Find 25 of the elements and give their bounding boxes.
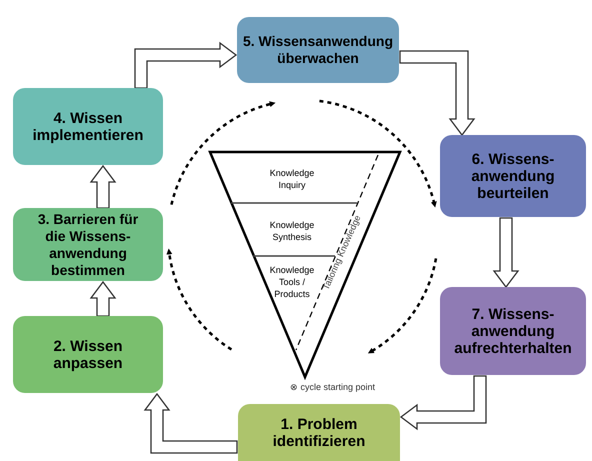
- node-text: 1. Problem identifizieren: [272, 416, 366, 450]
- step-box: [440, 135, 586, 217]
- node-text: 6. Wissens-anwendung beurteilen: [470, 150, 556, 202]
- step-box: [13, 208, 163, 281]
- block-arrow: [134, 42, 238, 89]
- start-point-note: ⊗ cycle starting point: [290, 381, 376, 394]
- node-text: Knowledge Synthesis: [270, 219, 314, 243]
- step-box: [238, 404, 400, 461]
- node-text: 2. Wissen anpassen: [52, 338, 124, 372]
- block-arrow: [90, 164, 116, 209]
- block-arrow: [90, 280, 116, 317]
- node-text: Knowledge Inquiry: [270, 167, 314, 191]
- block-arrow: [400, 375, 487, 430]
- node-text: Knowledge Tools / Products: [270, 264, 314, 300]
- step-box: [13, 88, 163, 165]
- node-text: 3. Barrieren für die Wissens-anwendung bestimmen: [36, 210, 140, 278]
- block-arrow: [492, 217, 520, 288]
- node-text: 4. Wissen implementieren: [32, 110, 144, 144]
- step-box: [440, 287, 586, 375]
- node-text: 7. Wissens-anwendung aufrechterhalten: [454, 306, 572, 356]
- node-text: 5. Wissensanwendung überwachen: [242, 33, 394, 67]
- block-arrow: [399, 50, 476, 136]
- block-arrow: [144, 392, 238, 454]
- step-box: [237, 17, 399, 83]
- step-box: [13, 316, 163, 393]
